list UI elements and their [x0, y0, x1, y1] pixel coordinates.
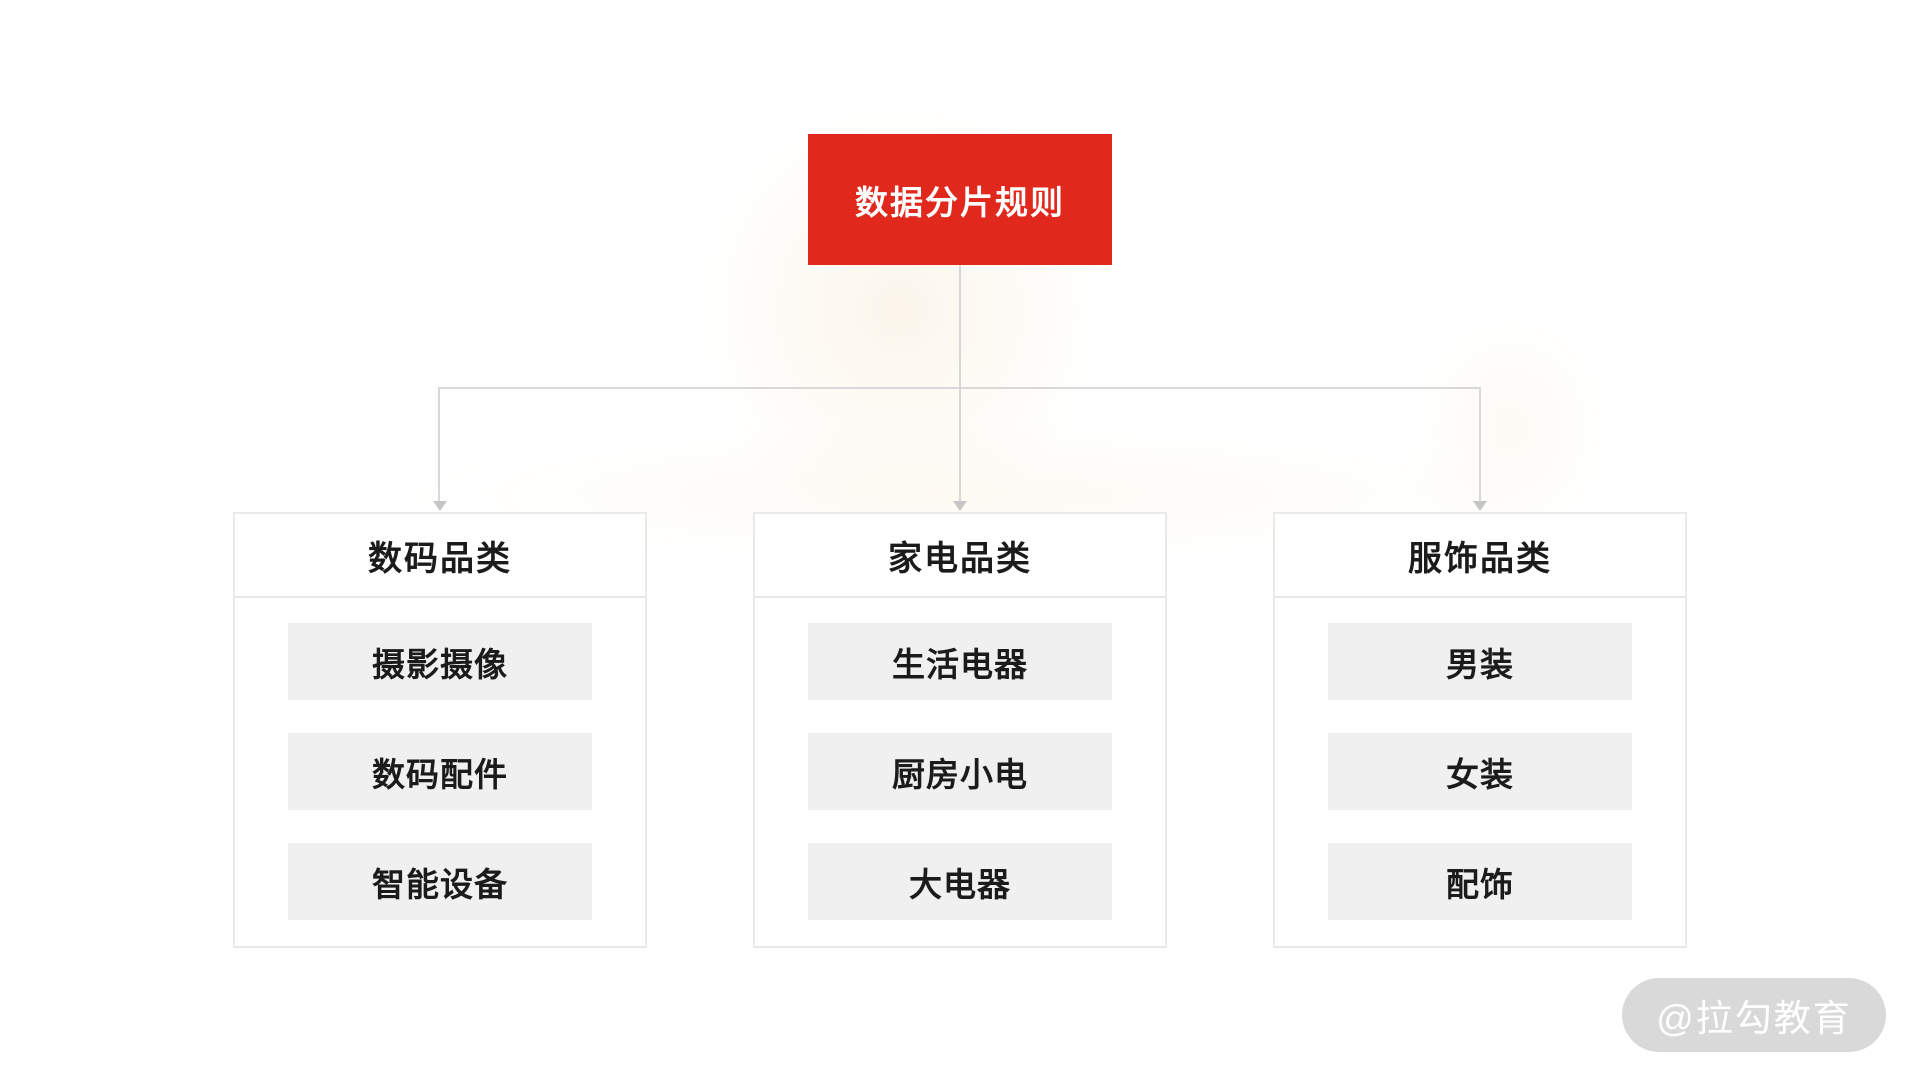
category-items: 男装 女装 配饰 [1275, 598, 1685, 920]
category-items: 生活电器 厨房小电 大电器 [755, 598, 1165, 920]
category-box-digital: 数码品类 摄影摄像 数码配件 智能设备 [233, 512, 647, 948]
category-title: 数码品类 [235, 514, 645, 598]
category-item: 大电器 [808, 843, 1112, 920]
category-item: 女装 [1328, 733, 1632, 810]
category-box-appliance: 家电品类 生活电器 厨房小电 大电器 [753, 512, 1167, 948]
category-items: 摄影摄像 数码配件 智能设备 [235, 598, 645, 920]
lagou-watermark-badge: @拉勾教育 [1622, 978, 1886, 1052]
connector-vertical-center [959, 265, 961, 502]
watermark-label: @拉勾教育 [1656, 998, 1852, 1039]
category-box-apparel: 服饰品类 男装 女装 配饰 [1273, 512, 1687, 948]
category-title: 服饰品类 [1275, 514, 1685, 598]
category-item: 数码配件 [288, 733, 592, 810]
root-node-label: 数据分片规则 [855, 183, 1065, 221]
connector-horizontal [438, 387, 1481, 389]
category-item: 摄影摄像 [288, 623, 592, 700]
category-item: 男装 [1328, 623, 1632, 700]
connector-vertical-left [438, 389, 440, 502]
arrow-down-icon [1473, 501, 1487, 511]
arrow-down-icon [433, 501, 447, 511]
category-item: 生活电器 [808, 623, 1112, 700]
connector-vertical-right [1479, 389, 1481, 502]
arrow-down-icon [953, 501, 967, 511]
category-item: 智能设备 [288, 843, 592, 920]
category-item: 配饰 [1328, 843, 1632, 920]
category-title: 家电品类 [755, 514, 1165, 598]
category-item: 厨房小电 [808, 733, 1112, 810]
root-node-data-sharding-rule: 数据分片规则 [808, 134, 1112, 265]
